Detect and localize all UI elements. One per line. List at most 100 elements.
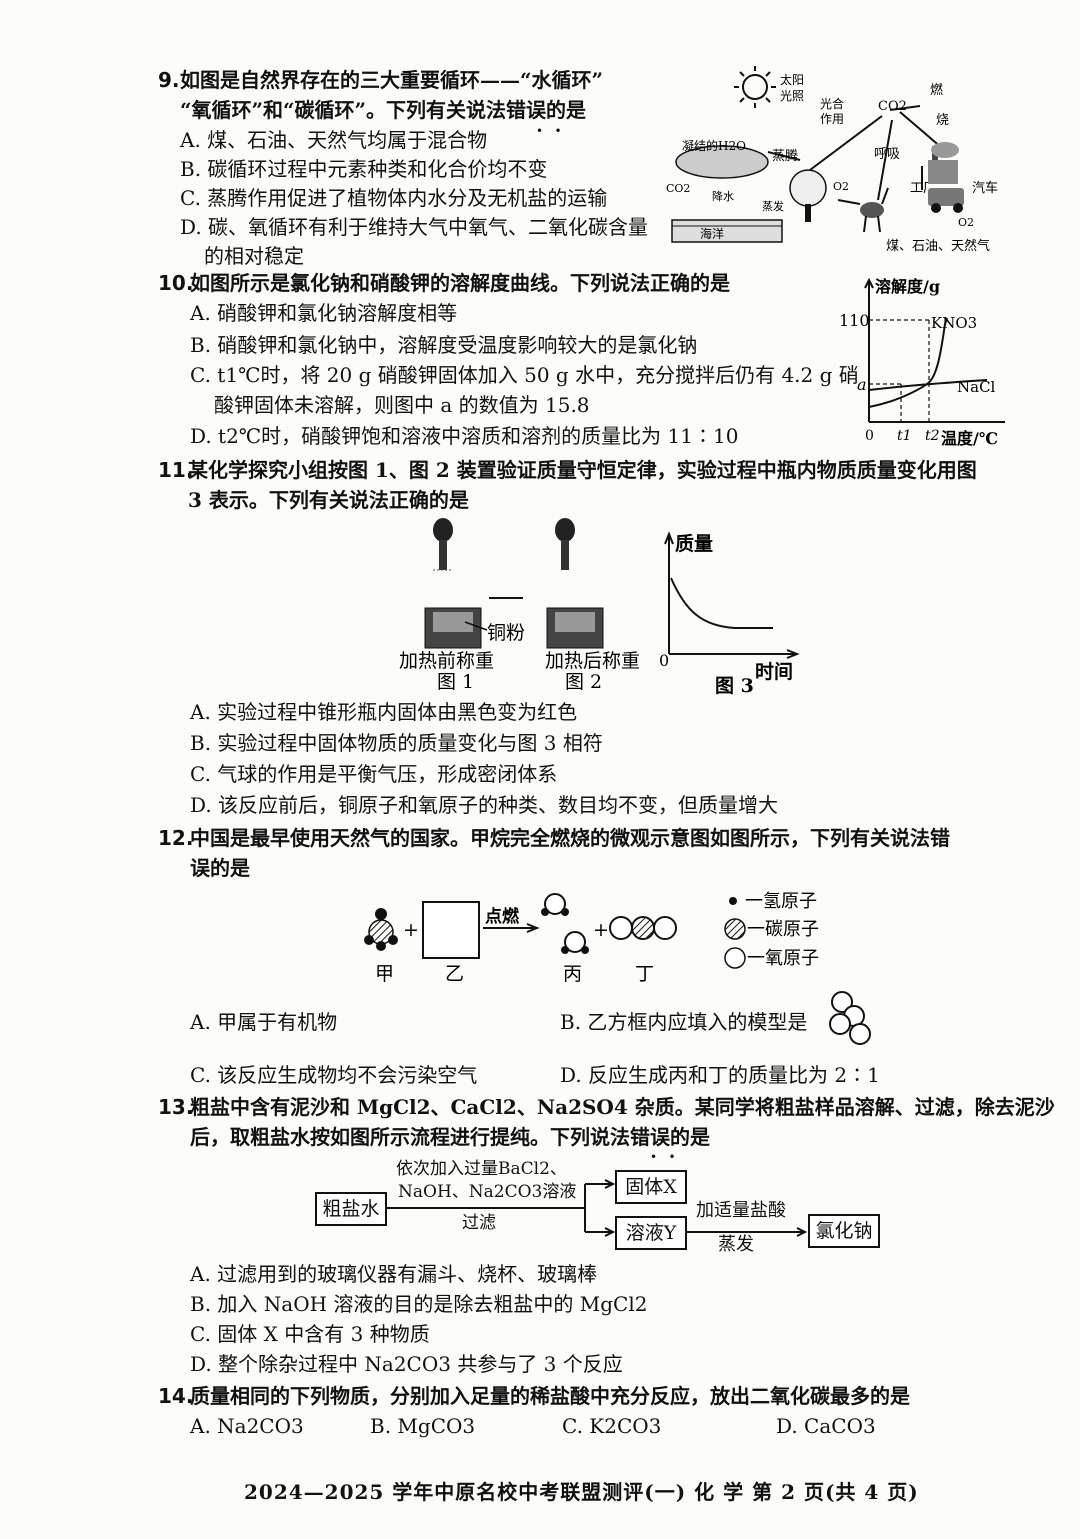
q13-option-a[interactable]: A. 过滤用到的玻璃仪器有漏斗、烧杯、玻璃棒 <box>190 1262 598 1286</box>
question-number-12: 12. <box>158 826 194 850</box>
q13-option-c[interactable]: C. 固体 X 中含有 3 种物质 <box>190 1322 430 1346</box>
co2-molecule <box>609 916 677 940</box>
oxygen-legend-icon <box>724 947 746 969</box>
emphasis-dots: • • <box>650 1150 676 1164</box>
q14-stem: 质量相同的下列物质，分别加入足量的稀盐酸中充分反应，放出二氧化碳最多的是 <box>190 1384 910 1408</box>
q13-option-d[interactable]: D. 整个除杂过程中 Na2CO3 共参与了 3 个反应 <box>190 1352 623 1376</box>
q12-stem-line1: 中国是最早使用天然气的国家。甲烷完全燃烧的微观示意图如图所示，下列有关说法错 <box>190 826 950 850</box>
hydrogen-legend-icon <box>729 897 737 905</box>
fig1-number: 图 1 <box>437 671 474 692</box>
tree-icon <box>789 169 827 222</box>
q14-option-d[interactable]: D. CaCO3 <box>776 1414 876 1438</box>
car-icon <box>928 188 964 213</box>
solution-y-box: 溶液Y <box>615 1216 687 1250</box>
cloud-label: 凝结的H2O <box>682 138 746 153</box>
burner-icon-1 <box>433 518 453 571</box>
q9-option-c[interactable]: C. 蒸腾作用促进了植物体内水分及无机盐的运输 <box>180 186 608 210</box>
q12-option-b[interactable]: B. 乙方框内应填入的模型是 <box>560 1010 808 1034</box>
label-yi: 乙 <box>445 963 464 985</box>
methane-molecule <box>364 908 398 951</box>
co2-label-left: CO2 <box>666 182 690 195</box>
q11-option-d[interactable]: D. 该反应前后，铜原子和氧原子的种类、数目均不变，但质量增大 <box>190 793 779 817</box>
q14-option-a[interactable]: A. Na2CO3 <box>190 1414 304 1438</box>
car-label: 汽车 <box>972 180 998 196</box>
question-number-9: 9. <box>158 68 180 92</box>
q14-option-c[interactable]: C. K2CO3 <box>562 1414 662 1438</box>
kno3-legend: KNO3 <box>931 314 977 332</box>
x-axis-label: 温度/℃ <box>940 429 998 448</box>
hydrogen-legend: 一氢原子 <box>745 891 817 912</box>
solubility-chart: 溶解度/g 110 a KNO3 NaCl 0 t1 t2 温度/℃ <box>839 277 1005 448</box>
photosynthesis-label-2: 作用 <box>820 112 844 126</box>
plus-sign-2: + <box>593 919 609 941</box>
q10-option-a[interactable]: A. 硝酸钾和氯化钠溶解度相等 <box>190 301 458 325</box>
q10-option-c[interactable]: C. t1℃时，将 20 g 硝酸钾固体加入 50 g 水中，充分搅拌后仍有 4… <box>190 363 859 387</box>
methane-combustion-diagram: + 点燃 + 甲 乙 丙 丁 一氢原子 一碳原子 一氧原子 <box>364 891 819 985</box>
q11-option-b[interactable]: B. 实验过程中固体物质的质量变化与图 3 相符 <box>190 731 603 755</box>
label-bing: 丙 <box>563 963 582 985</box>
q11-stem-line2: 3 表示。下列有关说法正确的是 <box>188 488 469 512</box>
q11-option-a[interactable]: A. 实验过程中锥形瓶内固体由黑色变为红色 <box>190 700 578 724</box>
q12-option-c[interactable]: C. 该反应生成物均不会污染空气 <box>190 1063 478 1087</box>
ocean-icon <box>671 219 783 243</box>
question-number-10: 10. <box>158 271 194 295</box>
rain-label: 降水 <box>712 189 734 203</box>
y-axis-label: 溶解度/g <box>875 277 940 296</box>
photosynthesis-label-1: 光合 <box>820 96 844 111</box>
q9-option-b[interactable]: B. 碳循环过程中元素种类和化合价均不变 <box>180 157 548 181</box>
reagent-label-1: 依次加入过量BaCl2、 <box>396 1159 567 1179</box>
o2-label-car: O2 <box>958 216 974 229</box>
q11-stem-line1: 某化学探究小组按图 1、图 2 装置验证质量守恒定律，实验过程中瓶内物质质量变化… <box>188 458 977 482</box>
co2-label: CO2 <box>878 99 907 114</box>
mass-axis-label: 质量 <box>675 533 713 555</box>
question-number-14: 14. <box>158 1384 194 1408</box>
emphasis-dots: • • <box>536 124 562 138</box>
q9-stem-line2: “氧循环”和“碳循环”。下列有关说法错误的是 <box>180 98 587 122</box>
q14-option-b[interactable]: B. MgCO3 <box>370 1414 476 1438</box>
reagent-label-2: NaOH、Na2CO3溶液 <box>398 1182 577 1202</box>
respiration-label: 呼吸 <box>874 147 900 162</box>
x-origin: 0 <box>865 428 874 444</box>
q12-option-a[interactable]: A. 甲属于有机物 <box>190 1010 338 1034</box>
filter-label: 过滤 <box>462 1213 496 1233</box>
burner-icon-2 <box>555 518 575 570</box>
ocean-label: 海洋 <box>700 226 724 241</box>
q10-stem: 如图所示是氯化钠和硝酸钾的溶解度曲线。下列说法正确的是 <box>190 271 730 295</box>
cycle-diagram: 太阳 光照 光合 作用 CO2 燃 烧 凝结的H2O 蒸腾 呼吸 工厂 汽车 O… <box>666 66 998 254</box>
fig2-caption: 加热后称重 <box>545 650 640 672</box>
q10-option-c-cont: 酸钾固体未溶解，则图中 a 的数值为 15.8 <box>214 393 590 417</box>
experiment-figures: 铜粉 加热前称重 图 1 加热后称重 图 2 <box>399 518 640 692</box>
hcl-label: 加适量盐酸 <box>696 1200 786 1221</box>
plus-sign-1: + <box>403 919 419 941</box>
carbon-legend-icon <box>724 918 746 940</box>
sodium-chloride-box: 氯化钠 <box>808 1214 880 1248</box>
sun-label: 太阳 <box>780 72 804 87</box>
fig2-number: 图 2 <box>565 671 602 692</box>
page-footer: 2024—2025 学年中原名校中考联盟测评(一) 化 学 第 2 页(共 4 … <box>244 1480 919 1504</box>
y-tick-110: 110 <box>839 311 870 330</box>
crude-brine-box: 粗盐水 <box>315 1192 387 1226</box>
q11-option-c[interactable]: C. 气球的作用是平衡气压，形成密闭体系 <box>190 762 558 786</box>
o2-label-tree: O2 <box>833 180 849 193</box>
q9-stem-line1: 如图是自然界存在的三大重要循环——“水循环” <box>180 68 604 92</box>
q12-option-d[interactable]: D. 反应生成丙和丁的质量比为 2∶1 <box>560 1063 880 1087</box>
evaporate-label: 蒸发 <box>718 1234 754 1255</box>
label-jia: 甲 <box>375 963 394 985</box>
q10-option-b[interactable]: B. 硝酸钾和氯化钠中，溶解度受温度影响较大的是氯化钠 <box>190 333 698 357</box>
x-tick-t2: t2 <box>925 428 940 444</box>
flow-arrows <box>385 1179 808 1237</box>
water-molecule-2 <box>561 931 589 954</box>
water-molecule-1 <box>541 893 569 916</box>
balance-icon-1 <box>424 607 482 649</box>
q9-option-a[interactable]: A. 煤、石油、天然气均属于混合物 <box>180 128 488 152</box>
light-label: 光照 <box>780 89 804 103</box>
q12-stem-line2: 误的是 <box>190 856 250 880</box>
q13-option-b[interactable]: B. 加入 NaOH 溶液的目的是除去粗盐中的 MgCl2 <box>190 1292 648 1316</box>
carbon-legend: 一碳原子 <box>747 919 819 940</box>
nacl-legend: NaCl <box>957 378 996 396</box>
fossil-fuel-label: 煤、石油、天然气 <box>886 238 990 254</box>
oxygen-legend: 一氧原子 <box>747 948 819 969</box>
q9-option-d[interactable]: D. 碳、氧循环有利于维持大气中氧气、二氧化碳含量 <box>180 215 649 239</box>
y-tick-a: a <box>857 375 867 394</box>
q10-option-d[interactable]: D. t2℃时，硝酸钾饱和溶液中溶质和溶剂的质量比为 11∶10 <box>190 424 739 448</box>
